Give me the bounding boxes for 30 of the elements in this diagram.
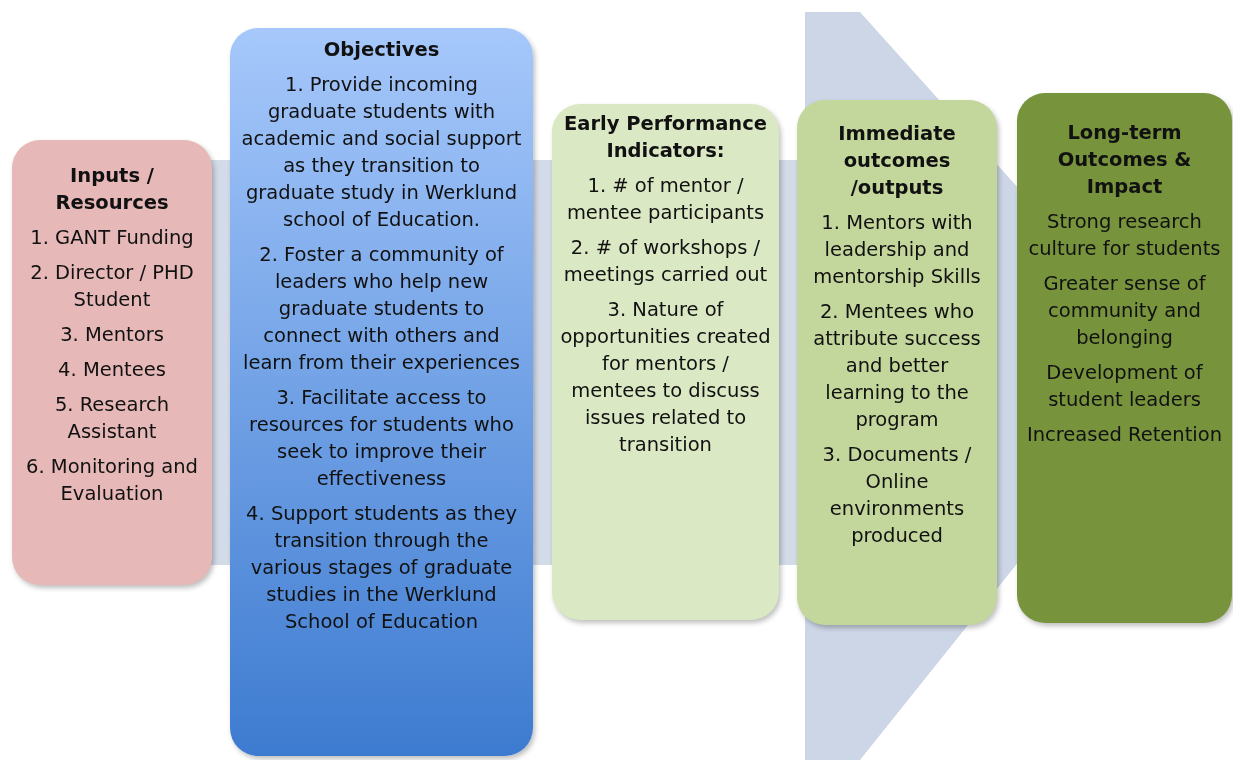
list-item: 4. Mentees [58, 357, 166, 383]
list-item: Increased Retention [1026, 422, 1223, 448]
list-item: 1. Provide incoming graduate students with academic and social support as they transition to graduate study in Werklund school of Education. [240, 72, 523, 233]
stage-card [1017, 93, 1232, 623]
card-heading: Immediate outcomes /outputs [837, 121, 957, 201]
list-item: 1. GANT Funding [30, 225, 194, 251]
list-item: 2. Foster a community of leaders who help new graduate students to connect with others and learn from their experiences [241, 242, 521, 376]
list-item: 3. Documents / Online environments produced [821, 442, 973, 549]
list-item: Greater sense of community and belonging [1042, 271, 1207, 351]
list-item: Development of student leaders [1045, 360, 1204, 413]
list-item: 1. Mentors with leadership and mentorship Skills [812, 210, 982, 290]
stage-card [12, 140, 212, 585]
list-item: 4. Support students as they transition through the various stages of graduate studies in the Werklund School of Education [245, 501, 518, 635]
list-item: 5. Research Assistant [53, 392, 171, 445]
stage-card [552, 104, 779, 620]
stage-card [230, 28, 533, 756]
list-item: 3. Mentors [60, 322, 164, 348]
card-heading: Early Performance Indicators: [562, 111, 769, 164]
list-item: 2. Mentees who attribute success and better learning to the program [812, 299, 982, 433]
list-item: 1. # of mentor / mentee participants [565, 173, 766, 226]
card-heading: Long-term Outcomes & Impact [1056, 120, 1193, 200]
card-heading: Objectives [323, 37, 440, 63]
list-item: 2. Director / PHD Student [29, 260, 195, 313]
list-item: 2. # of workshops / meetings carried out [562, 235, 769, 288]
card-heading: Inputs / Resources [54, 163, 170, 216]
list-item: 3. Nature of opportunities created for mentors / mentees to discuss issues related to transition [560, 297, 771, 458]
stage-card [797, 100, 997, 625]
list-item: 3. Facilitate access to resources for students who seek to improve their effectiveness [248, 385, 515, 492]
list-item: 6. Monitoring and Evaluation [25, 454, 199, 507]
list-item: Strong research culture for students [1027, 209, 1222, 262]
